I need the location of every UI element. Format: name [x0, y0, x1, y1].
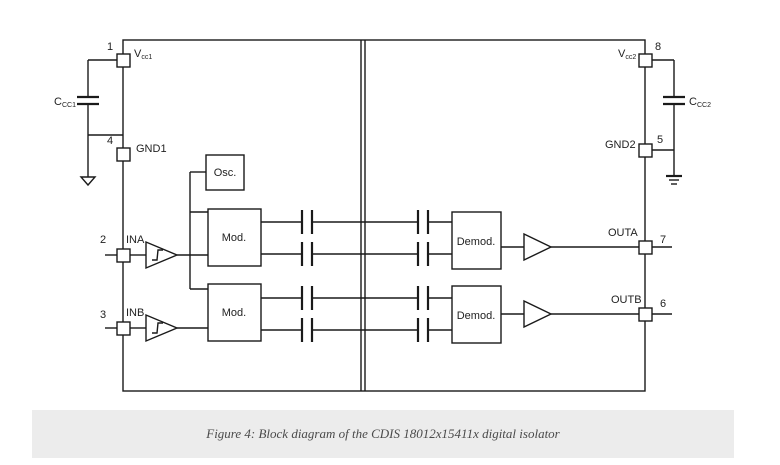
pin-6-number: 6: [660, 298, 666, 310]
outb-label: OUTB: [611, 294, 642, 306]
figure-caption: Figure 4: Block diagram of the CDIS 1801…: [206, 426, 560, 441]
pin-2-pad: [116, 248, 131, 263]
pin-2-number: 2: [100, 234, 106, 246]
pin-5-number: 5: [657, 134, 663, 146]
modulator-b-label: Mod.: [222, 307, 246, 319]
ccc1-capacitor-circuit: [77, 59, 123, 177]
output-buffer-a: [523, 232, 553, 262]
channel-a-wiring: [105, 221, 672, 256]
figure-caption-box: Figure 4: Block diagram of the CDIS 1801…: [32, 410, 734, 458]
channel-b-wiring: [105, 297, 672, 331]
pin-4-number: 4: [107, 135, 113, 147]
chip-outline: [122, 39, 646, 392]
demodulator-b-block: [451, 285, 502, 344]
input-buffer-b: [145, 313, 179, 343]
pin-4-pad: [116, 147, 131, 162]
pin-3-pad: [116, 321, 131, 336]
inb-label: INB: [126, 307, 144, 319]
outa-label: OUTA: [608, 227, 638, 239]
pin-6-pad: [638, 307, 653, 322]
ccc1-label: CCC1: [54, 96, 76, 109]
pin-8-number: 8: [655, 41, 661, 53]
pin-1-pad: [116, 53, 131, 68]
pin-1-number: 1: [107, 41, 113, 53]
vcc2-label: Vcc2: [618, 48, 636, 61]
pin-8-pad: [638, 53, 653, 68]
demodulator-a-label: Demod.: [457, 236, 496, 248]
coupling-capacitors-a: [300, 210, 430, 266]
gnd2-label: GND2: [605, 139, 636, 151]
modulator-a-label: Mod.: [222, 232, 246, 244]
ground-icon-right: [666, 174, 682, 185]
oscillator-label: Osc.: [214, 167, 237, 179]
modulator-b-block: [207, 283, 262, 342]
gnd1-label: GND1: [136, 143, 167, 155]
ground-icon-left: [79, 176, 97, 187]
ina-label: INA: [126, 234, 145, 246]
ccc2-label: CCC2: [689, 96, 711, 109]
pin-7-number: 7: [660, 234, 666, 246]
pin-7-pad: [638, 240, 653, 255]
coupling-capacitors-b: [300, 286, 430, 342]
isolator-block-diagram: Osc. Mod. Mod. Demod. Demod. 1 4 2 3 8 5…: [54, 39, 711, 392]
oscillator-wiring: [189, 171, 208, 290]
pin-3-number: 3: [100, 309, 106, 321]
demodulator-b-label: Demod.: [457, 310, 496, 322]
oscillator-block: [205, 154, 245, 191]
demodulator-a-block: [451, 211, 502, 270]
input-buffer-a: [145, 240, 179, 270]
pin-5-pad: [638, 143, 653, 158]
modulator-a-block: [207, 208, 262, 267]
output-buffer-b: [523, 299, 553, 329]
vcc1-label: Vcc1: [134, 48, 152, 61]
ccc2-capacitor-circuit: [645, 59, 685, 176]
